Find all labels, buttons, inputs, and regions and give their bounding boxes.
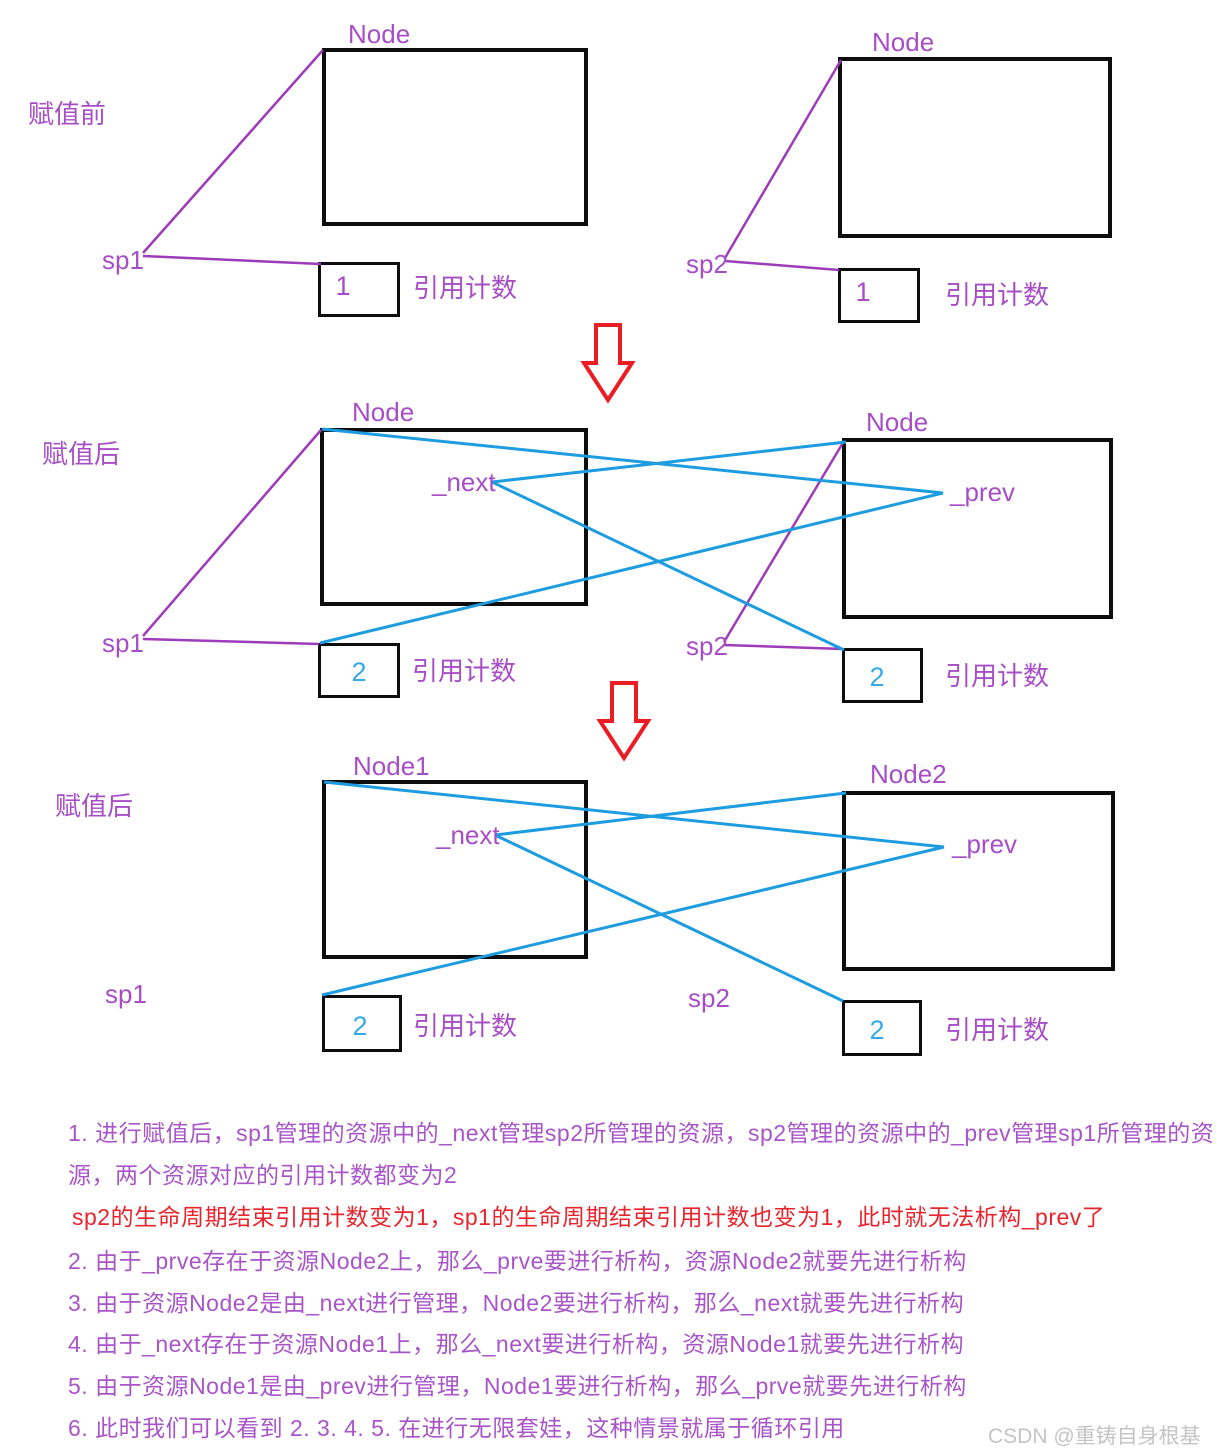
refcount-label-before-left: 引用计数 [413, 273, 518, 303]
refcount-value-after2-right: 2 [869, 1015, 885, 1045]
node-label-after1-right: Node [866, 407, 929, 437]
refcount-value-after1-right: 2 [869, 662, 885, 692]
note-line-3: 3. 由于资源Node2是由_next进行管理，Node2要进行析构，那么_ne… [68, 1290, 965, 1316]
row-label-before: 赋值前 [28, 99, 107, 129]
refcount-label-after1-right: 引用计数 [945, 661, 1050, 691]
sp2-to-refcount-line-after1 [723, 643, 844, 651]
refcount-box-after1-left [318, 643, 400, 698]
sp1-to-refcount-line-before [142, 254, 322, 266]
sp1-to-refcount-line-after1 [142, 637, 320, 646]
refcount-box-after2-right [842, 1000, 922, 1056]
refcount-value-after1-left: 2 [351, 657, 367, 687]
node-label-after1-left: Node [352, 397, 415, 427]
sp1-label-after2: sp1 [105, 979, 147, 1009]
refcount-box-after2-left [322, 995, 402, 1052]
sp2-to-node-line-after1 [722, 440, 846, 643]
node-box-after2-left [322, 780, 588, 959]
prev-member-label-after1: _prev [950, 477, 1016, 507]
down-arrow-icon-2 [596, 681, 652, 762]
refcount-label-after2-left: 引用计数 [413, 1011, 518, 1041]
node-label-after2-right: Node2 [870, 759, 947, 789]
node-label-after2-left: Node1 [353, 751, 430, 781]
node-box-before-right [838, 57, 1112, 238]
sp2-to-node-line-before [723, 59, 843, 259]
note-line-2: 2. 由于_prve存在于资源Node2上，那么_prve要进行析构，资源Nod… [68, 1248, 967, 1274]
note-line-5: 5. 由于资源Node1是由_prev进行管理，Node1要进行析构，那么_pr… [68, 1373, 967, 1399]
sp1-label-before: sp1 [102, 245, 144, 275]
sp2-label-before: sp2 [686, 249, 728, 279]
next-member-label-after1: _next [432, 467, 496, 497]
refcount-value-before-left: 1 [335, 271, 351, 301]
red-arrows [580, 323, 652, 762]
refcount-box-before-left [318, 262, 400, 317]
down-arrow-icon-1 [580, 323, 636, 404]
row-label-after2: 赋值后 [55, 791, 134, 821]
refcount-label-before-right: 引用计数 [945, 280, 1050, 310]
note-line-red-warning: sp2的生命周期结束引用计数变为1，sp1的生命周期结束引用计数也变为1，此时就… [72, 1204, 1106, 1230]
node-box-after1-left [320, 428, 588, 606]
sp1-to-node-line-before [142, 49, 324, 254]
note-line-1-wrap: 源，两个资源对应的引用计数都变为2 [68, 1162, 458, 1188]
refcount-label-after2-right: 引用计数 [945, 1015, 1050, 1045]
note-line-6: 6. 此时我们可以看到 2. 3. 4. 5. 在进行无限套娃，这种情景就属于循… [68, 1415, 845, 1441]
sp2-label-after2: sp2 [688, 983, 730, 1013]
prev-member-label-after2: _prev [952, 829, 1018, 859]
refcount-box-before-right [838, 268, 920, 323]
node-label-before-left: Node [348, 19, 411, 49]
note-line-1: 1. 进行赋值后，sp1管理的资源中的_next管理sp2所管理的资源，sp2管… [68, 1120, 1215, 1146]
row-label-after1: 赋值后 [42, 439, 121, 469]
refcount-value-before-right: 1 [855, 277, 871, 307]
csdn-watermark: CSDN @重铸自身根基 [988, 1425, 1201, 1448]
node-box-after2-right [842, 791, 1115, 971]
node-label-before-right: Node [872, 27, 935, 57]
sp2-label-after1: sp2 [686, 631, 728, 661]
node-box-after1-right [842, 438, 1113, 619]
note-line-4: 4. 由于_next存在于资源Node1上，那么_next要进行析构，资源Nod… [68, 1331, 965, 1357]
node-box-before-left [322, 48, 588, 226]
next-member-label-after2: _next [436, 820, 500, 850]
sp1-label-after1: sp1 [102, 628, 144, 658]
sp2-to-refcount-line-before [724, 259, 840, 272]
refcount-label-after1-left: 引用计数 [412, 656, 517, 686]
sp1-to-node-line-after1 [142, 429, 322, 637]
refcount-value-after2-left: 2 [352, 1011, 368, 1041]
refcount-box-after1-right [842, 648, 923, 703]
